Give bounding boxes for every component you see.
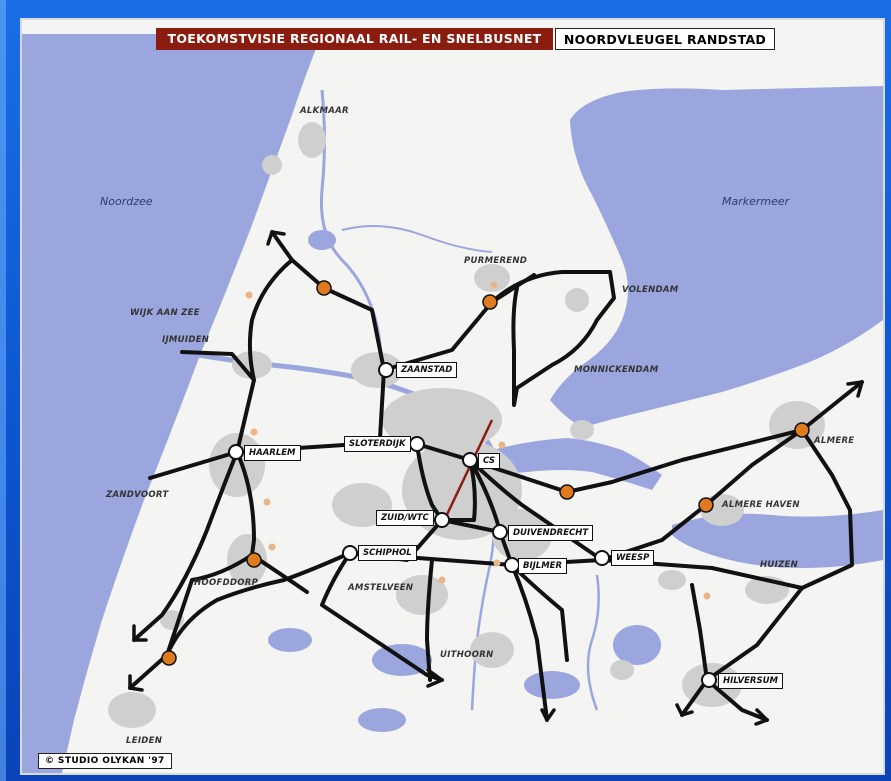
- station-haarlem: HAARLEM: [244, 445, 301, 461]
- lake: [268, 628, 312, 652]
- vecht-river: [586, 574, 600, 711]
- lake: [308, 230, 336, 250]
- ij-water: [487, 438, 662, 490]
- map-subtitle: NOORDVLEUGEL RANDSTAD: [555, 28, 775, 50]
- station-weesp: WEESP: [611, 550, 655, 566]
- minor-stops: [245, 281, 711, 600]
- station-bijlmer: BIJLMER: [518, 558, 568, 574]
- place-purmerend: PURMEREND: [464, 256, 528, 266]
- white-station-nodes: [228, 362, 717, 688]
- place-monnickendam: MONNICKENDAM: [574, 365, 659, 375]
- place-amstelveen: AMSTELVEEN: [348, 583, 414, 593]
- label-noordzee: Noordzee: [100, 195, 153, 208]
- north-canal: [341, 225, 493, 253]
- noordzee-water: [22, 34, 322, 773]
- slide-edge-strip: [0, 0, 6, 781]
- map-title: TOEKOMSTVISIE REGIONAAL RAIL- EN SNELBUS…: [156, 28, 553, 50]
- place-volendam: VOLENDAM: [622, 285, 679, 295]
- station-sloterdijk: SLOTERDIJK: [344, 436, 411, 452]
- station-zuid-wtc: ZUID/WTC: [376, 510, 434, 526]
- lake: [524, 671, 580, 699]
- place-huizen: HUIZEN: [760, 560, 799, 570]
- station-zaanstad: ZAANSTAD: [396, 362, 458, 378]
- place-zandvoort: ZANDVOORT: [106, 490, 169, 500]
- markermeer-water: [550, 86, 883, 428]
- place-hoofddorp: HOOFDDORP: [194, 578, 259, 588]
- place-leiden: LEIDEN: [126, 736, 163, 746]
- place-ijmuiden: IJMUIDEN: [162, 335, 210, 345]
- arrow-heads: [128, 230, 864, 726]
- copyright-label: © STUDIO OLYKAN '97: [38, 753, 172, 769]
- place-uithoorn: UITHOORN: [440, 650, 494, 660]
- station-duivendrecht: DUIVENDRECHT: [508, 525, 594, 541]
- label-markermeer: Markermeer: [722, 195, 790, 208]
- transit-map: TOEKOMSTVISIE REGIONAAL RAIL- EN SNELBUS…: [22, 20, 883, 773]
- metro-line: [440, 419, 494, 526]
- station-cs: CS: [478, 453, 501, 469]
- place-alkmaar: ALKMAAR: [300, 106, 349, 116]
- map-drawing: [22, 20, 883, 773]
- orange-stops: [161, 280, 810, 666]
- lake: [358, 708, 406, 732]
- station-hilversum: HILVERSUM: [718, 673, 783, 689]
- lake: [613, 625, 661, 665]
- station-schiphol: SCHIPHOL: [358, 545, 417, 561]
- place-almere: ALMERE: [814, 436, 855, 446]
- place-wijk-aan-zee: WIJK AAN ZEE: [130, 308, 200, 318]
- place-almere-haven: ALMERE HAVEN: [722, 500, 800, 510]
- lake: [787, 526, 847, 554]
